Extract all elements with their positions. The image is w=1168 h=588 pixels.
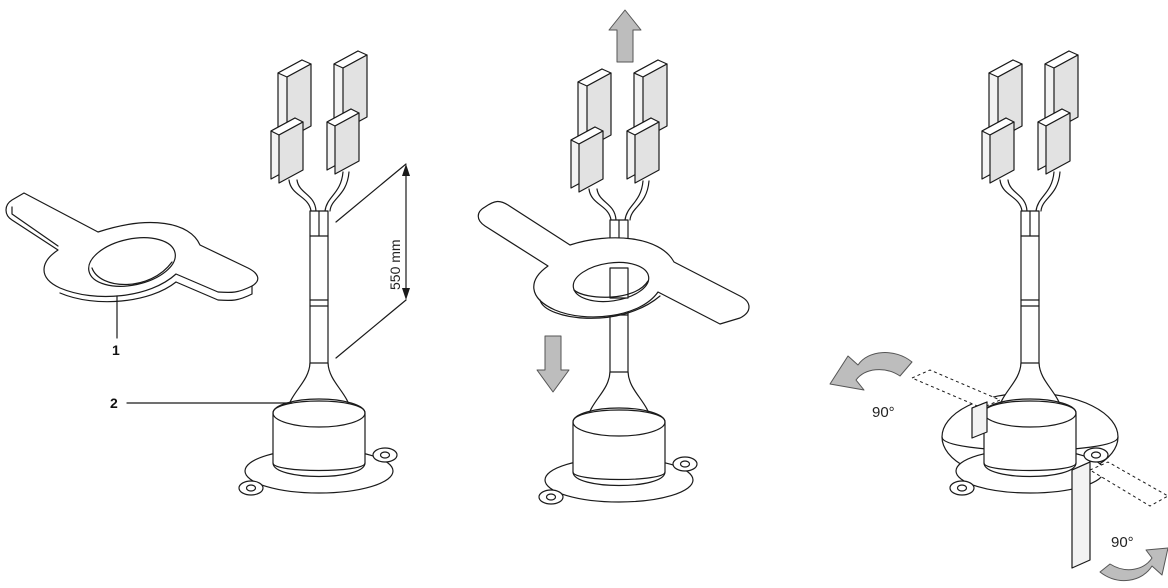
- lift-arrow-icon: [608, 9, 642, 63]
- callout-2-label: 2: [110, 395, 118, 411]
- step-3-fold-tabs: 90° 90°: [829, 50, 1168, 582]
- callout-1: 1: [112, 295, 120, 358]
- callout-2: 2: [110, 395, 293, 411]
- rotate-arrow-bottom-icon: [1099, 547, 1168, 582]
- dimension-label: 550 mm: [387, 239, 403, 290]
- rotate-arrow-top-icon: [829, 352, 913, 391]
- sensor-with-connectors: [238, 50, 398, 496]
- angle-label-top: 90°: [872, 404, 895, 421]
- slide-down-arrow-icon: [536, 335, 570, 393]
- callout-1-label: 1: [112, 342, 120, 358]
- folded-tab-left: [910, 369, 1002, 439]
- sealing-plate-on-cable: [477, 200, 750, 325]
- folded-tab-right: [1071, 461, 1168, 569]
- dimension-550mm: 550 mm: [335, 163, 410, 359]
- sealing-plate: [5, 192, 259, 303]
- angle-label-bottom: 90°: [1111, 534, 1134, 551]
- step-1-assembly: 1 2 550 mm: [5, 50, 410, 496]
- step-2-slide-plate: [477, 9, 750, 505]
